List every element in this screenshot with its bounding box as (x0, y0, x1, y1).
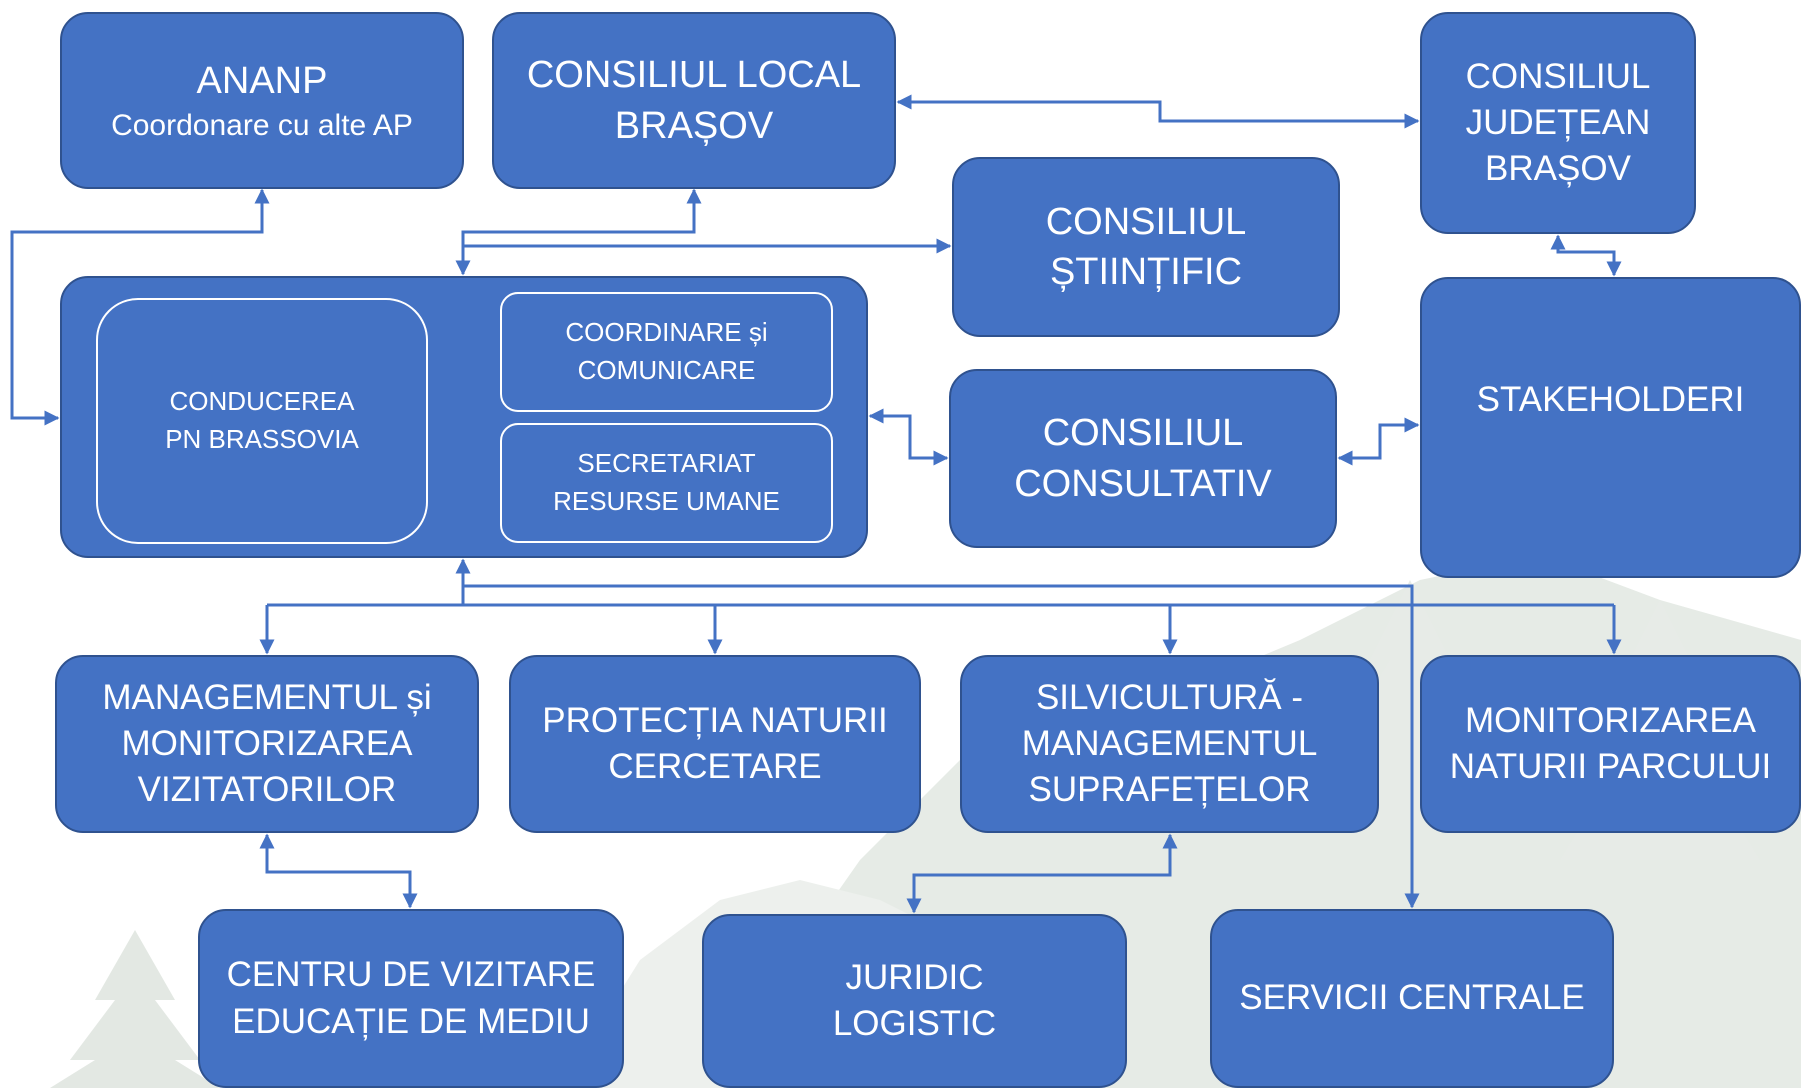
protectia-line1: PROTECȚIA NATURII (542, 700, 888, 740)
spruce-tree-icon (50, 930, 220, 1088)
consiliul-stiintific-line1: CONSILIUL (1045, 200, 1247, 243)
consiliul-judetean-line1: CONSILIUL (1465, 56, 1651, 96)
consiliul-consultativ-line2: CONSULTATIV (1014, 462, 1272, 505)
consiliul-judetean-line2: JUDEȚEAN (1465, 102, 1651, 142)
stakeholderi-label: STAKEHOLDERI (1476, 380, 1745, 419)
protectia-naturii-box: PROTECȚIA NATURII CERCETARE (509, 655, 921, 833)
ananp-box: ANANP Coordonare cu alte AP (60, 12, 464, 189)
consiliul-stiintific-box: CONSILIUL ȘTIINȚIFIC (952, 157, 1340, 337)
managementul-line1: MANAGEMENTUL și (102, 677, 432, 717)
consiliul-consultativ-box: CONSILIUL CONSULTATIV (949, 369, 1337, 548)
secretariat-line1: SECRETARIAT (577, 448, 756, 479)
juridic-line1: JURIDIC (845, 957, 984, 997)
silvicultura-line3: SUPRAFEȚELOR (1028, 770, 1311, 810)
consiliul-judetean-line3: BRAȘOV (1485, 149, 1631, 189)
centru-line2: EDUCAȚIE DE MEDIU (232, 1001, 590, 1041)
conducerea-box: CONDUCEREA PN BRASSOVIA (96, 298, 428, 544)
monitorizarea-naturii-box: MONITORIZAREA NATURII PARCULUI (1420, 655, 1801, 833)
managementul-line3: VIZITATORILOR (137, 770, 397, 810)
servicii-centrale-label: SERVICII CENTRALE (1239, 978, 1585, 1018)
secretariat-box: SECRETARIAT RESURSE UMANE (500, 423, 833, 543)
monitorizarea-line1: MONITORIZAREA (1464, 700, 1757, 740)
coordinare-line2: COMUNICARE (577, 355, 756, 385)
silvicultura-box: SILVICULTURĂ - MANAGEMENTUL SUPRAFEȚELOR (960, 655, 1379, 833)
ananp-subtitle: Coordonare cu alte AP (111, 108, 413, 142)
secretariat-line2: RESURSE UMANE (553, 486, 780, 516)
protectia-line2: CERCETARE (608, 747, 822, 786)
consiliul-local-line2: BRAȘOV (614, 104, 774, 147)
centru-line1: CENTRU DE VIZITARE (226, 955, 596, 995)
conducerea-line1: CONDUCEREA (169, 386, 355, 417)
consiliul-local-line1: CONSILIUL LOCAL (526, 54, 862, 97)
silvicultura-line1: SILVICULTURĂ - (1035, 677, 1304, 717)
managementul-vizitatori-box: MANAGEMENTUL și MONITORIZAREA VIZITATORI… (55, 655, 479, 833)
consiliul-judetean-box: CONSILIUL JUDEȚEAN BRAȘOV (1420, 12, 1696, 234)
managementul-line2: MONITORIZAREA (121, 723, 413, 763)
coordinare-comunicare-box: COORDINARE și COMUNICARE (500, 292, 833, 412)
coordinare-line1: COORDINARE și (565, 317, 768, 348)
centru-vizitare-box: CENTRU DE VIZITARE EDUCAȚIE DE MEDIU (198, 909, 624, 1088)
consiliul-consultativ-line1: CONSILIUL (1042, 412, 1244, 455)
juridic-line2: LOGISTIC (832, 1004, 997, 1043)
ananp-title: ANANP (196, 59, 328, 102)
consiliul-stiintific-line2: ȘTIINȚIFIC (1049, 251, 1243, 293)
monitorizarea-line2: NATURII PARCULUI (1449, 747, 1772, 786)
consiliul-local-box: CONSILIUL LOCAL BRAȘOV (492, 12, 896, 189)
juridic-logistic-box: JURIDIC LOGISTIC (702, 914, 1127, 1088)
silvicultura-line2: MANAGEMENTUL (1021, 723, 1318, 763)
servicii-centrale-box: SERVICII CENTRALE (1210, 909, 1614, 1088)
conducerea-line2: PN BRASSOVIA (165, 424, 359, 454)
stakeholderi-box: STAKEHOLDERI (1420, 277, 1801, 578)
